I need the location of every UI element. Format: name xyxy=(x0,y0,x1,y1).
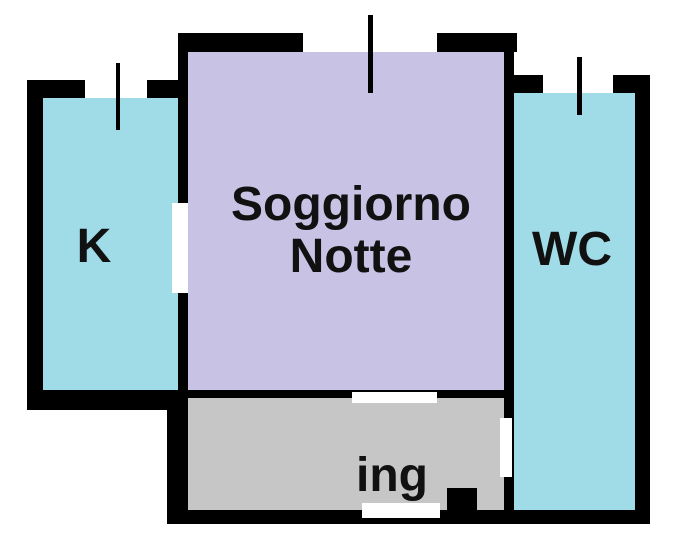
room-living xyxy=(188,52,504,390)
wall-kitchen-top-left xyxy=(27,80,85,98)
wall-entrance-pillar xyxy=(447,488,477,512)
wall-kitchen-top-right xyxy=(147,80,178,98)
wall-wc-top-left xyxy=(504,75,543,93)
room-label-wc: WC xyxy=(532,222,612,276)
room-label-living: Soggiorno Notte xyxy=(231,179,471,283)
window-symbol-living xyxy=(368,15,373,93)
room-kitchen xyxy=(43,98,180,390)
room-label-kitchen: K xyxy=(76,219,112,273)
door-opening-living-entrance xyxy=(352,392,437,403)
window-symbol-wc xyxy=(577,57,582,115)
wall-kitchen-left xyxy=(27,80,43,410)
room-label-living-line1: Soggiorno xyxy=(231,178,471,231)
wall-wc-top-right xyxy=(613,75,635,93)
window-symbol-kitchen xyxy=(116,63,120,130)
wall-living-top-right xyxy=(437,33,517,52)
wall-living-wc-divider xyxy=(504,33,514,524)
wall-kitchen-bottom xyxy=(27,390,188,410)
door-opening-main-entry xyxy=(362,503,440,518)
door-opening-entrance-wc xyxy=(500,418,512,477)
wall-wc-right xyxy=(635,75,650,524)
wall-entrance-left xyxy=(167,390,188,524)
room-label-living-line2: Notte xyxy=(289,230,413,283)
wall-living-top-left xyxy=(178,33,303,52)
door-opening-kitchen-living xyxy=(172,203,188,293)
wall-living-bottom xyxy=(188,390,504,398)
room-label-entrance: ing xyxy=(356,448,428,502)
room-wc xyxy=(513,93,635,513)
